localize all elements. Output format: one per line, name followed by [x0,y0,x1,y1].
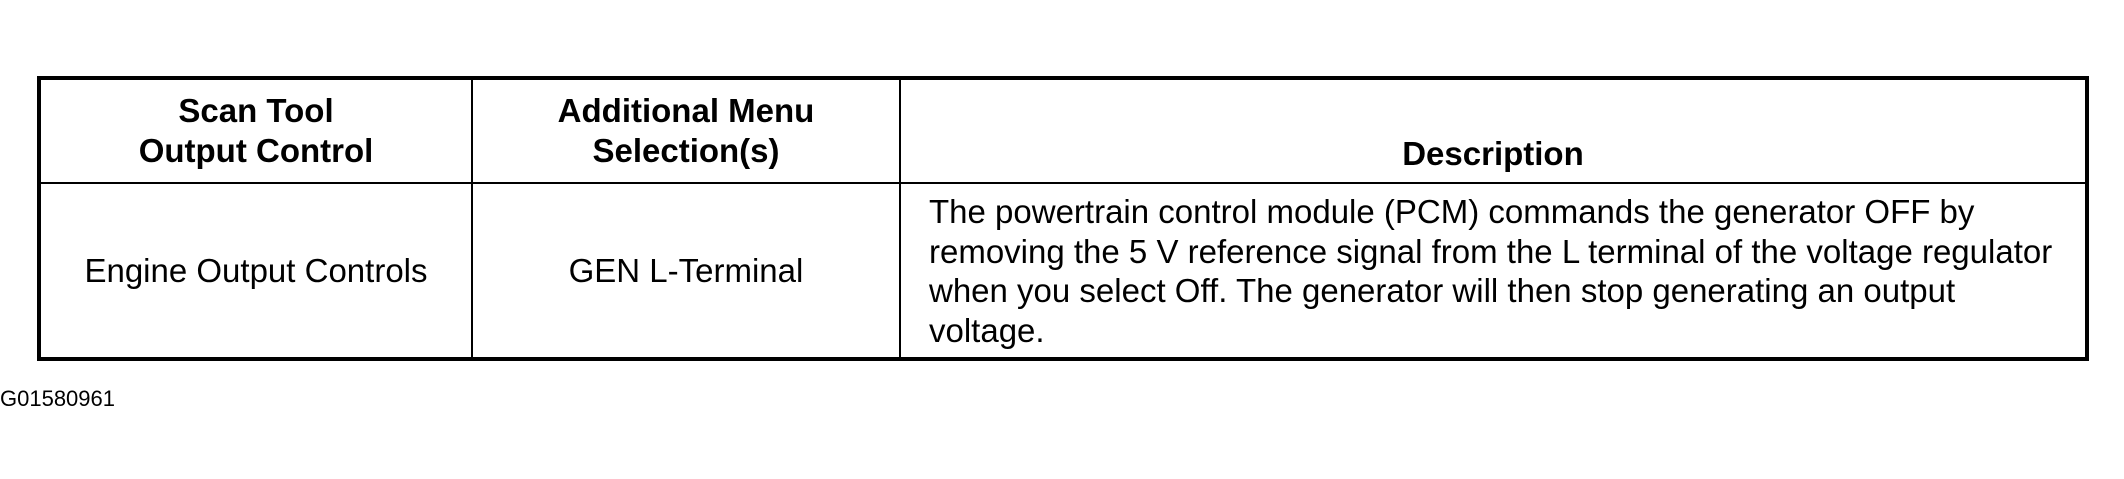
header-line: Scan Tool [178,92,334,130]
header-line: Additional Menu [557,92,815,130]
cell-description: The powertrain control module (PCM) comm… [899,182,2088,360]
header-line: Output Control [138,132,374,169]
output-control-table: Scan Tool Output Control Additional Menu… [37,76,2089,361]
table-row: Engine Output Controls GEN L-Terminal Th… [38,182,2088,360]
header-line: Description [1402,135,1584,173]
table-header-row: Scan Tool Output Control Additional Menu… [38,77,2088,184]
header-additional-menu-selections: Additional Menu Selection(s) [471,77,901,184]
header-scan-tool-output-control: Scan Tool Output Control [38,77,473,184]
cell-output-control: Engine Output Controls [38,182,473,360]
header-description: Description [899,77,2088,184]
cell-menu-selection: GEN L-Terminal [471,182,901,360]
header-line: Selection(s) [592,132,780,169]
figure-id-label: G01580961 [0,386,115,411]
